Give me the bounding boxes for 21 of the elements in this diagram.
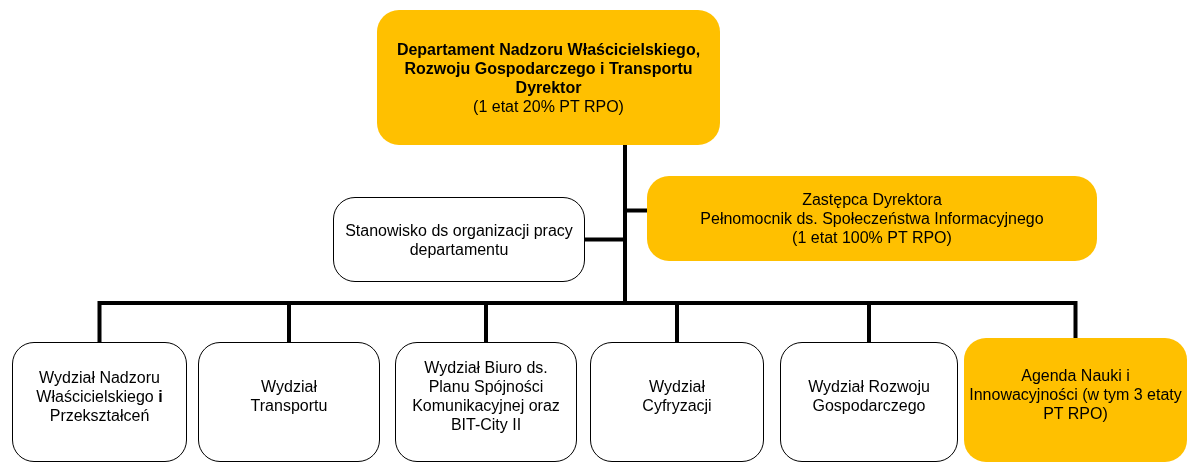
unit-box bbox=[198, 342, 380, 462]
unit-label: (1 etat 100% PT RPO) bbox=[792, 228, 952, 247]
unit-label: Zastępca Dyrektora bbox=[802, 190, 942, 209]
highlighted-unit-box bbox=[647, 176, 1097, 261]
unit-label: Agenda Nauki i Innowacyjności (w tym 3 etaty PT RPO) bbox=[968, 365, 1183, 423]
unit-label: Stanowisko ds organizacji pracy departamentu bbox=[344, 220, 574, 259]
unit-label: Wydział Cyfryzacji bbox=[641, 377, 713, 415]
unit-box bbox=[333, 197, 585, 282]
highlighted-unit-box bbox=[377, 10, 720, 145]
unit-box bbox=[395, 342, 577, 462]
unit-label: Wydział Rozwoju Gospodarczego bbox=[807, 377, 931, 415]
unit-box bbox=[590, 342, 764, 462]
unit-label: Wydział Biuro ds. Planu Spójności Komunikacyjnej oraz BIT-City II bbox=[411, 358, 561, 434]
unit-label: (1 etat 20% PT RPO) bbox=[473, 96, 624, 116]
unit-box bbox=[12, 342, 187, 462]
unit-label: Pełnomocnik ds. Społeczeństwa Informacyjnego bbox=[700, 209, 1044, 228]
unit-label: Wydział Transportu bbox=[249, 377, 329, 415]
unit-label: Wydział Nadzoru Właścicielskiego i Przekształceń bbox=[35, 367, 164, 425]
highlighted-unit-box bbox=[964, 338, 1187, 462]
department-heading: Departament Nadzoru Właścicielskiego, Rozwoju Gospodarczego i Transportu Dyrektor bbox=[395, 39, 702, 97]
unit-box bbox=[780, 342, 958, 462]
